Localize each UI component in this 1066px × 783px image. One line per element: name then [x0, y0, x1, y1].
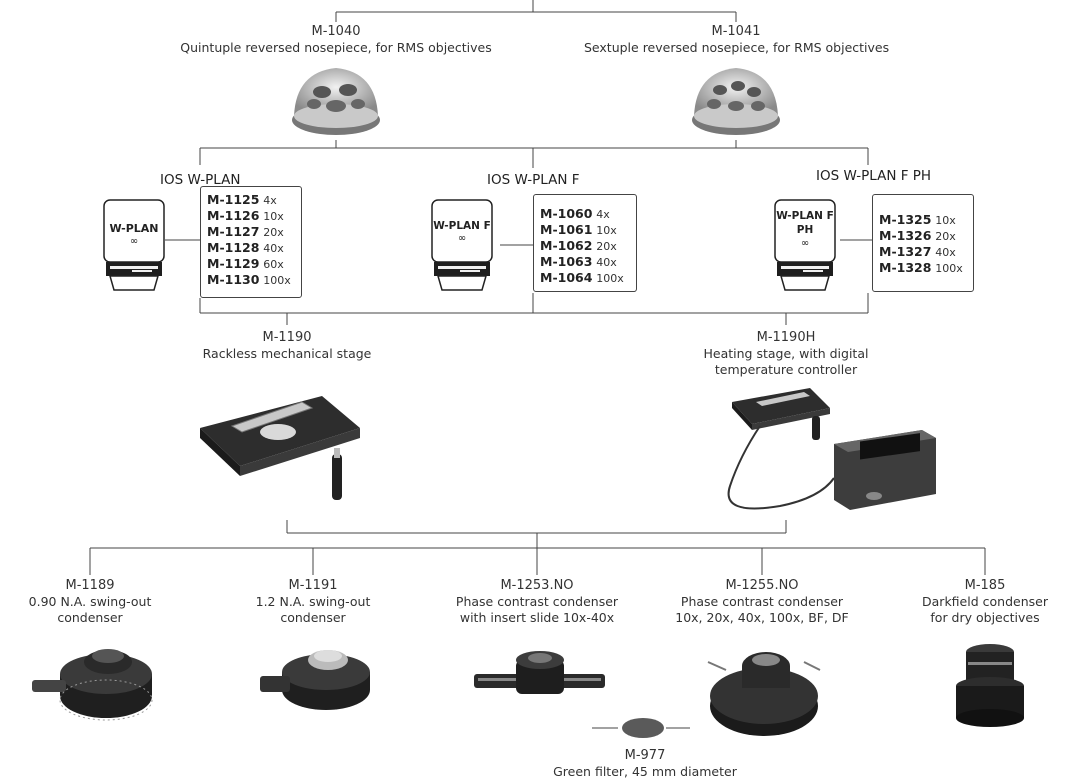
- condenser-desc-line2: for dry objectives: [930, 610, 1040, 625]
- list-item: M-1129 60x: [207, 256, 284, 271]
- nosepiece-image-m1040: [292, 68, 380, 135]
- condenser-code: M-1253.NO: [500, 578, 574, 593]
- list-item: M-1126 10x: [207, 208, 284, 223]
- list-item: M-1325 10x: [879, 212, 956, 227]
- condenser-desc-line1: Phase contrast condenser: [680, 594, 844, 609]
- filter-desc: Green filter, 45 mm diameter: [553, 764, 737, 779]
- condenser-code: M-185: [964, 578, 1006, 593]
- condenser-image-m1191: [260, 650, 370, 710]
- series-title-w-plan-f-ph: IOS W-PLAN F PH: [816, 168, 932, 184]
- stage-desc: Rackless mechanical stage: [202, 346, 372, 361]
- condenser-code: M-1191: [288, 578, 338, 593]
- condenser-m1191: M-1191 1.2 N.A. swing-out condenser: [233, 578, 393, 626]
- nosepiece-m1040: M-1040 Quintuple reversed nosepiece, for…: [180, 24, 492, 56]
- stage-desc-line1: Heating stage, with digital: [703, 346, 869, 361]
- condenser-code: M-1189: [65, 578, 115, 593]
- green-filter-image: [622, 718, 664, 738]
- filter-m977: M-977 Green filter, 45 mm diameter: [540, 748, 750, 780]
- barrel-label-ph: PH: [796, 224, 814, 236]
- condenser-m1189: M-1189 0.90 N.A. swing-out condenser: [10, 578, 170, 626]
- condenser-desc-line1: 1.2 N.A. swing-out: [255, 594, 371, 609]
- series-title-w-plan-f: IOS W-PLAN F: [487, 172, 580, 188]
- objective-barrel-w-plan: W-PLAN ∞: [102, 196, 166, 292]
- barrel-label: W-PLAN: [109, 222, 159, 235]
- condenser-m1253no: M-1253.NO Phase contrast condenser with …: [447, 578, 627, 626]
- barrel-label: W-PLAN F: [776, 210, 834, 222]
- barrel-label: W-PLAN F: [433, 220, 491, 232]
- objective-list-w-plan: M-1125 4x M-1126 10x M-1127 20x M-1128 4…: [200, 186, 302, 298]
- condenser-desc-line1: Phase contrast condenser: [455, 594, 619, 609]
- condenser-m1255no: M-1255.NO Phase contrast condenser 10x, …: [672, 578, 852, 626]
- stage-desc-line2: temperature controller: [714, 362, 858, 377]
- condenser-desc-line1: 0.90 N.A. swing-out: [28, 594, 152, 609]
- list-item: M-1061 10x: [540, 222, 617, 237]
- nosepiece-desc: Sextuple reversed nosepiece, for RMS obj…: [584, 40, 890, 55]
- nosepiece-code: M-1041: [711, 24, 761, 39]
- nosepiece-m1041: M-1041 Sextuple reversed nosepiece, for …: [584, 24, 890, 56]
- stage-m1190h: M-1190H Heating stage, with digital temp…: [686, 330, 886, 378]
- list-item: M-1062 20x: [540, 238, 617, 253]
- infinity-icon: ∞: [129, 236, 139, 247]
- list-item: M-1327 40x: [879, 244, 956, 259]
- infinity-icon: ∞: [800, 238, 810, 249]
- condenser-desc-line2: condenser: [280, 610, 346, 625]
- infinity-icon: ∞: [457, 233, 467, 244]
- condenser-desc-line2: 10x, 20x, 40x, 100x, BF, DF: [675, 610, 849, 625]
- condenser-desc-line1: Darkfield condenser: [922, 594, 1048, 609]
- list-item: M-1127 20x: [207, 224, 284, 239]
- list-item: M-1060 4x: [540, 206, 610, 221]
- list-item: M-1063 40x: [540, 254, 617, 269]
- objective-list-w-plan-f: M-1060 4x M-1061 10x M-1062 20x M-1063 4…: [533, 194, 637, 292]
- series-title-w-plan: IOS W-PLAN: [160, 172, 241, 188]
- list-item: M-1130 100x: [207, 272, 291, 287]
- list-item: M-1328 100x: [879, 260, 963, 275]
- nosepiece-desc: Quintuple reversed nosepiece, for RMS ob…: [180, 40, 492, 55]
- heating-stage-image: [727, 388, 936, 510]
- condenser-desc-line2: with insert slide 10x-40x: [459, 610, 615, 625]
- condenser-code: M-1255.NO: [725, 578, 799, 593]
- stage-code: M-1190: [262, 330, 312, 345]
- list-item: M-1128 40x: [207, 240, 284, 255]
- objective-barrel-w-plan-f: W-PLAN F ∞: [430, 196, 494, 292]
- objective-list-w-plan-f-ph: M-1325 10x M-1326 20x M-1327 40x M-1328 …: [872, 194, 974, 292]
- condenser-image-m185: [956, 644, 1024, 727]
- nosepiece-code: M-1040: [311, 24, 361, 39]
- filter-code: M-977: [624, 748, 666, 763]
- mechanical-stage-image: [200, 396, 360, 500]
- stage-code: M-1190H: [756, 330, 816, 345]
- list-item: M-1326 20x: [879, 228, 956, 243]
- condenser-image-m1189: [32, 649, 153, 721]
- list-item: M-1125 4x: [207, 192, 277, 207]
- nosepiece-image-m1041: [692, 68, 780, 135]
- condenser-image-m1255no: [707, 652, 821, 736]
- condenser-m185: M-185 Darkfield condenser for dry object…: [905, 578, 1065, 626]
- condenser-desc-line2: condenser: [57, 610, 123, 625]
- objective-barrel-w-plan-f-ph: W-PLAN F PH ∞: [773, 196, 837, 292]
- condenser-image-m1253no: [474, 651, 605, 694]
- stage-m1190: M-1190 Rackless mechanical stage: [187, 330, 387, 362]
- list-item: M-1064 100x: [540, 270, 624, 285]
